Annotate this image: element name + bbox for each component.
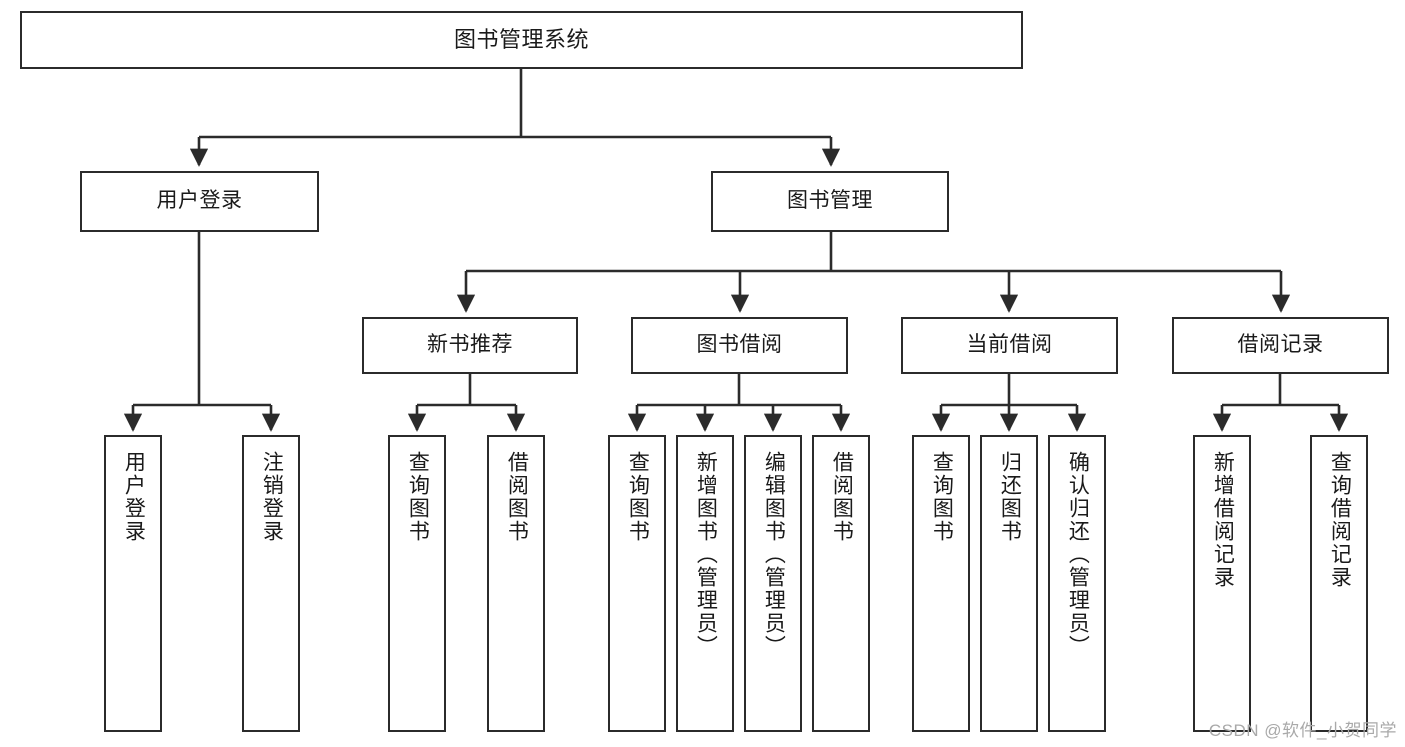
node-label: 用户登录 [122, 451, 146, 543]
csdn-watermark: CSDN @软件_小贺同学 [1208, 721, 1397, 740]
leaf-query-books-current[interactable]: 查询图书 [912, 435, 970, 732]
node-label: 查询图书 [930, 451, 954, 543]
leaf-confirm-return-admin[interactable]: 确认归还（管理员） [1048, 435, 1106, 732]
leaf-edit-book-admin[interactable]: 编辑图书（管理员） [744, 435, 802, 732]
node-label: 新书推荐 [427, 333, 513, 357]
node-label: 查询借阅记录 [1328, 451, 1352, 589]
leaf-query-books-recommend[interactable]: 查询图书 [388, 435, 446, 732]
node-label: 图书借阅 [696, 333, 783, 357]
leaf-add-book-admin[interactable]: 新增图书（管理员） [676, 435, 734, 732]
node-label: 新增图书（管理员） [694, 451, 718, 658]
node-label: 当前借阅 [966, 333, 1053, 357]
node-book-management[interactable]: 图书管理 [711, 171, 949, 232]
node-label: 编辑图书（管理员） [762, 451, 786, 658]
node-label: 借阅图书 [505, 451, 529, 543]
node-new-book-recommendation[interactable]: 新书推荐 [362, 317, 578, 374]
node-label: 归还图书 [998, 451, 1022, 543]
node-book-borrowing[interactable]: 图书借阅 [631, 317, 848, 374]
node-label: 新增借阅记录 [1211, 451, 1235, 589]
leaf-add-borrow-record[interactable]: 新增借阅记录 [1193, 435, 1251, 732]
node-user-login[interactable]: 用户登录 [80, 171, 319, 232]
node-label: 注销登录 [260, 451, 284, 543]
node-current-borrowing[interactable]: 当前借阅 [901, 317, 1118, 374]
node-label: 图书管理 [787, 189, 873, 213]
leaf-query-borrow-record[interactable]: 查询借阅记录 [1310, 435, 1368, 732]
leaf-logout[interactable]: 注销登录 [242, 435, 300, 732]
node-label: 借阅记录 [1237, 333, 1324, 357]
leaf-borrow-books-recommend[interactable]: 借阅图书 [487, 435, 545, 732]
leaf-borrow-books[interactable]: 借阅图书 [812, 435, 870, 732]
node-borrowing-records[interactable]: 借阅记录 [1172, 317, 1389, 374]
node-label: 用户登录 [156, 189, 243, 213]
node-label: 图书管理系统 [453, 27, 589, 53]
leaf-user-login[interactable]: 用户登录 [104, 435, 162, 732]
node-label: 确认归还（管理员） [1066, 451, 1090, 658]
node-label: 查询图书 [406, 451, 430, 543]
leaf-query-books-borrow[interactable]: 查询图书 [608, 435, 666, 732]
leaf-return-books[interactable]: 归还图书 [980, 435, 1038, 732]
node-book-management-system[interactable]: 图书管理系统 [20, 11, 1023, 69]
node-label: 查询图书 [626, 451, 650, 543]
node-label: 借阅图书 [830, 451, 854, 543]
